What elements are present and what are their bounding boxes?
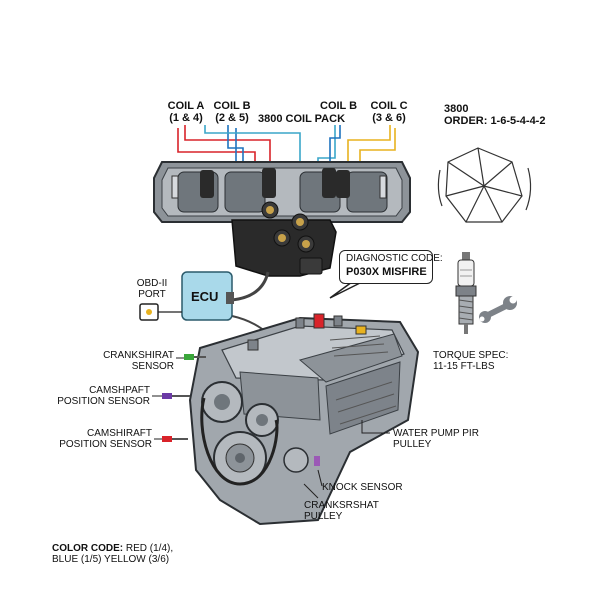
camshaft-sensor-2-line1: CAMSHIRAFT bbox=[87, 428, 152, 439]
torque-value: 11-15 FT-LBS bbox=[433, 361, 495, 372]
crank-pulley-line1: CRANKSRSHAT bbox=[304, 500, 379, 511]
firing-order-sequence: ORDER: 1-6-5-4-4-2 bbox=[444, 115, 546, 127]
coil-a-name: COIL A bbox=[167, 100, 205, 112]
water-pump-label: WATER PUMP PIR PULLEY bbox=[393, 428, 479, 450]
ecu-cable bbox=[231, 271, 270, 302]
diagnostic-code: P030X MISFIRE bbox=[346, 266, 427, 278]
obd-port-label: OBD-II PORT bbox=[132, 278, 172, 300]
camshaft-sensor-2-line2: POSITION SENSOR bbox=[59, 439, 152, 450]
diagnostic-title: DIAGNOSTIC CODE: bbox=[346, 253, 443, 264]
color-code-line1: RED (1/4), bbox=[123, 543, 174, 554]
firing-order-engine: 3800 bbox=[444, 103, 469, 115]
obd-line2: PORT bbox=[138, 289, 166, 300]
leader-lines bbox=[152, 357, 390, 499]
crank-pulley-line2: PULLEY bbox=[304, 511, 343, 522]
obd-port-icon bbox=[139, 303, 182, 321]
camshaft-sensor-1-line1: CAMSHPAFT bbox=[89, 385, 150, 396]
camshaft-sensor-1-label: CAMSHPAFT POSITION SENSOR bbox=[50, 385, 150, 407]
coil-b-left-label: COIL B (2 & 5) bbox=[207, 100, 257, 124]
color-code-legend: COLOR CODE: RED (1/4), BLUE (1/5) YELLOW… bbox=[52, 543, 173, 565]
valve-cover bbox=[153, 161, 411, 277]
water-pump-line1: WATER PUMP PIR bbox=[393, 428, 479, 439]
coil-pack-label: 3800 COIL PACK bbox=[258, 113, 346, 125]
crankshaft-sensor-line1: CRANKSHIRAT bbox=[103, 350, 174, 361]
obd-line1: OBD-II bbox=[136, 278, 168, 289]
coil-b-left-name: COIL B bbox=[213, 100, 251, 112]
coil-b-left-cylinders: (2 & 5) bbox=[215, 112, 249, 124]
spark-plug-icon bbox=[455, 252, 477, 334]
wrench-icon bbox=[479, 296, 517, 323]
callout-tail bbox=[329, 281, 363, 299]
torque-spec-label: TORQUE SPEC: 11-15 FT-LBS bbox=[433, 350, 508, 372]
crankshaft-sensor-label: CRANKSHIRAT SENSOR bbox=[70, 350, 174, 372]
diagnostic-callout bbox=[339, 250, 433, 284]
ecu-label: ECU bbox=[191, 289, 219, 304]
coil-a-cylinders: (1 & 4) bbox=[169, 112, 203, 124]
coil-b-right-label: COIL B bbox=[320, 100, 358, 112]
color-code-line2: BLUE (1/5) YELLOW (3/6) bbox=[52, 554, 170, 565]
coil-c-cylinders: (3 & 6) bbox=[372, 112, 406, 124]
torque-title: TORQUE SPEC: bbox=[433, 350, 509, 361]
crank-pulley-label: CRANKSRSHAT PULLEY bbox=[304, 500, 379, 522]
crankshaft-sensor-line2: SENSOR bbox=[131, 361, 174, 372]
firing-order-label: 3800 ORDER: 1-6-5-4-4-2 bbox=[444, 103, 545, 127]
coil-c-label: COIL C (3 & 6) bbox=[366, 100, 412, 124]
color-code-title: COLOR CODE: bbox=[52, 543, 124, 554]
knock-sensor-label: KNOCK SENSOR bbox=[322, 482, 403, 493]
pulleys bbox=[200, 381, 309, 486]
ecu-module bbox=[181, 271, 234, 321]
camshaft-sensor-1-line2: POSITION SENSOR bbox=[57, 396, 150, 407]
coil-a-label: COIL A (1 & 4) bbox=[162, 100, 210, 124]
coil-c-name: COIL C bbox=[370, 100, 408, 112]
water-pump-line2: PULLEY bbox=[393, 439, 432, 450]
camshaft-sensor-2-label: CAMSHIRAFT POSITION SENSOR bbox=[50, 428, 152, 450]
firing-order-icon bbox=[437, 147, 532, 223]
sensor-markers bbox=[162, 354, 320, 466]
